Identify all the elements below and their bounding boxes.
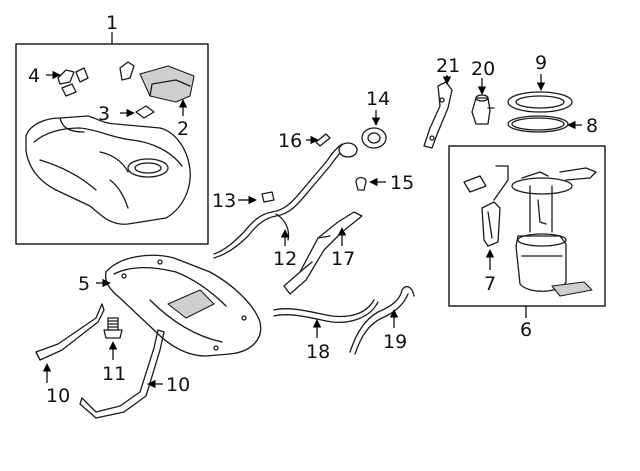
- retaining-clip: [355, 176, 367, 191]
- callout-20: 20: [471, 58, 495, 80]
- callout-17: 17: [331, 248, 355, 270]
- callout-3: 3: [98, 103, 110, 125]
- vapor-line: [273, 299, 379, 324]
- callout-4: 4: [28, 65, 40, 87]
- callout-5: 5: [78, 273, 90, 295]
- fuel-tank: [25, 115, 191, 225]
- callout-7: 7: [484, 273, 496, 295]
- pump-bracket: [481, 201, 501, 247]
- callout-18: 18: [306, 341, 330, 363]
- heat-shield-small-parts: [57, 61, 135, 97]
- callout-11: 11: [102, 363, 126, 385]
- fuel-tank-assembly-group: [15, 32, 209, 245]
- leader-lines: [42, 70, 582, 389]
- callout-21: 21: [436, 55, 460, 77]
- strap-bolt: [103, 317, 123, 339]
- filler-grommet: [361, 127, 387, 149]
- callout-1: 1: [106, 12, 118, 34]
- check-valve: [471, 94, 495, 125]
- callout-16: 16: [278, 130, 302, 152]
- fuel-pump-module-frame: [448, 145, 606, 307]
- lock-ring: [507, 91, 573, 113]
- callout-10-left: 10: [46, 385, 70, 407]
- callout-2: 2: [177, 118, 189, 140]
- pump-filter: [463, 175, 487, 193]
- callout-14: 14: [366, 88, 390, 110]
- fuel-pump-module-group: [448, 145, 606, 318]
- filler-pipe-bracket: [315, 133, 331, 147]
- callout-9: 9: [535, 52, 547, 74]
- mounting-bracket: [423, 81, 453, 149]
- callout-12: 12: [273, 248, 297, 270]
- fuel-tank-shield: [104, 254, 262, 357]
- insulator-pad: [135, 105, 155, 119]
- fuel-tank-strap-right: [79, 329, 165, 419]
- callout-6: 6: [520, 319, 532, 341]
- callout-13: 13: [212, 190, 236, 212]
- callout-labels: 1 2 3 4 5 6 7 8 9 10 10 11 12 13 14 15 1…: [28, 12, 598, 407]
- vent-line: [349, 285, 415, 355]
- filler-support-bracket: [283, 211, 363, 295]
- callout-8: 8: [586, 115, 598, 137]
- vent-tube-connector: [261, 191, 275, 203]
- callout-19: 19: [383, 331, 407, 353]
- callout-15: 15: [390, 172, 414, 194]
- callout-10-right: 10: [166, 374, 190, 396]
- fuel-pump-assembly: [511, 167, 597, 297]
- pump-seal: [507, 115, 569, 133]
- fuel-tank-strap-left: [35, 303, 105, 361]
- heat-shield-large: [139, 65, 195, 103]
